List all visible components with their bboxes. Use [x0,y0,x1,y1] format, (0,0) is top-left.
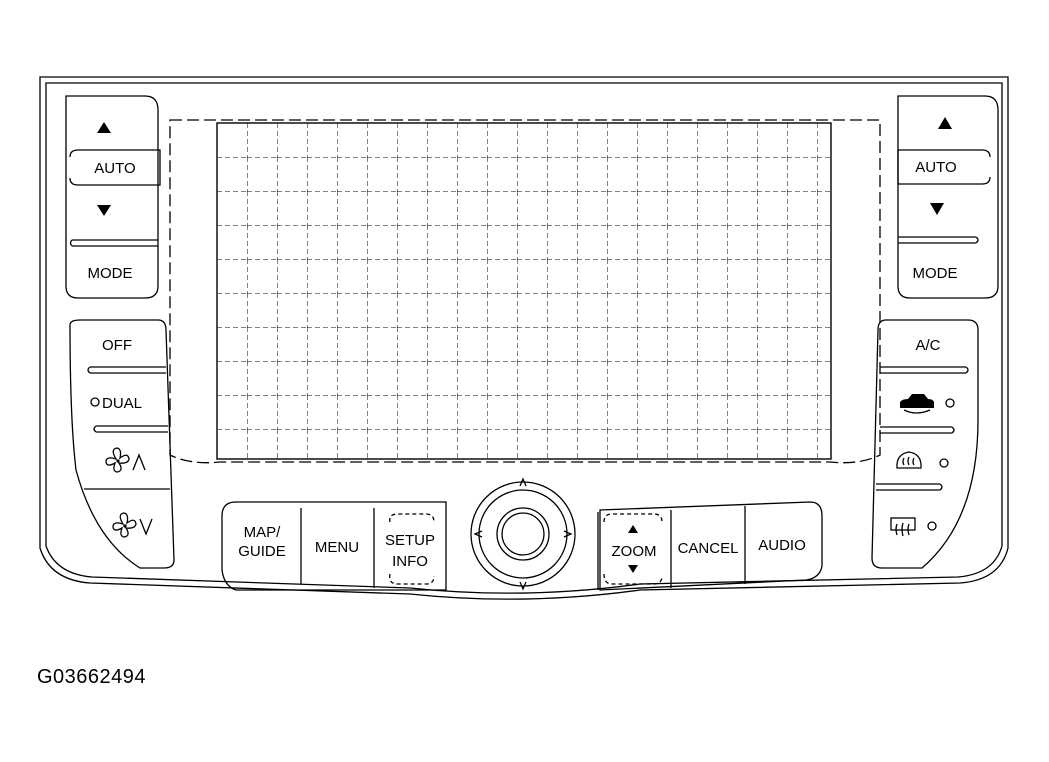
zoom-in-triangle-icon [628,525,638,533]
left-temp-divider [69,239,158,247]
map-guide-button[interactable]: MAP/ GUIDE [238,524,286,560]
left-auto-button[interactable]: AUTO [69,149,161,186]
info-label: INFO [392,553,428,570]
joystick-up-arrow-icon [519,477,527,487]
setup-info-button[interactable]: SETUP INFO [385,513,435,585]
fan-down-icon [112,512,153,538]
setup-info-bottom-bracket-icon [389,573,435,585]
recirculation-indicator-icon [945,398,955,408]
fan-up-icon [105,447,146,473]
joystick-center-knob [501,512,545,556]
up-triangle-icon [97,122,111,133]
rear-defrost-button[interactable] [890,517,937,537]
zoom-out-triangle-icon [628,565,638,573]
joystick-down-arrow-icon [519,581,527,591]
bottom-button-bar: MAP/ GUIDE MENU SETUP INFO [221,477,823,591]
setup-info-top-bracket-icon [389,513,435,523]
rear-defrost-icon [890,517,916,537]
navigation-joystick[interactable] [470,477,576,591]
panel-bezel [39,76,1009,600]
right-mode-label: MODE [913,265,958,282]
cancel-label: CANCEL [678,540,739,557]
menu-label: MENU [315,539,359,556]
joystick-middle-ring [478,489,568,579]
right-temp-divider [898,236,979,244]
recirculation-icon [900,394,934,414]
front-defrost-indicator-icon [939,458,949,468]
right-mode-button[interactable]: MODE [913,265,958,282]
zoom-button[interactable]: ZOOM [603,513,663,585]
dual-label: DUAL [102,395,142,412]
right-ctrl-divider-2 [880,426,955,434]
right-temp-group: AUTO MODE [897,95,999,299]
map-guide-label-line2: GUIDE [238,543,286,560]
dual-button[interactable]: DUAL [90,395,142,412]
menu-button[interactable]: MENU [315,539,359,556]
off-label: OFF [102,337,132,354]
audio-button[interactable]: AUDIO [758,537,806,554]
ac-button[interactable]: A/C [915,337,940,354]
cancel-button[interactable]: CANCEL [678,540,739,557]
left-fan-group: OFF DUAL [69,319,175,569]
right-auto-button[interactable]: AUTO [897,149,991,185]
rear-defrost-indicator-icon [927,521,937,531]
figure-id: G03662494 [37,666,147,688]
zoom-bottom-bracket-icon [603,573,663,585]
left-temp-group: AUTO MODE [65,95,161,299]
right-temp-up-button[interactable] [938,117,952,129]
joystick-left-arrow-icon [473,530,483,538]
front-defrost-button[interactable] [896,451,949,469]
left-temp-up-button[interactable] [97,122,111,133]
recirculation-button[interactable] [900,394,955,414]
joystick-inner-ring [496,507,550,561]
right-temp-down-button[interactable] [930,203,944,215]
zoom-top-bracket-icon [603,513,663,523]
screen-frame [169,119,881,464]
joystick-outer-ring [470,481,576,587]
front-defrost-icon [896,451,922,469]
left-fan-divider-1 [87,366,166,374]
left-temp-down-button[interactable] [97,205,111,216]
left-auto-label: AUTO [94,160,135,177]
left-mode-label: MODE [88,265,133,282]
off-button[interactable]: OFF [102,337,132,354]
down-triangle-icon [930,203,944,215]
left-fan-divider-2 [93,425,168,433]
joystick-right-arrow-icon [563,530,573,538]
fan-down-button[interactable] [112,512,153,538]
right-ctrl-divider-3 [876,483,943,491]
zoom-label: ZOOM [612,543,657,560]
panel-inner-edge [45,82,1003,594]
up-triangle-icon [938,117,952,129]
setup-label: SETUP [385,532,435,549]
map-guide-label-line1: MAP/ [244,524,282,541]
ac-label: A/C [915,337,940,354]
right-controls-group: A/C [871,319,979,569]
audio-label: AUDIO [758,537,806,554]
left-mode-button[interactable]: MODE [88,265,133,282]
fan-up-button[interactable] [105,447,146,473]
display-screen [216,122,832,460]
dual-indicator-icon [90,397,100,407]
down-triangle-icon [97,205,111,216]
right-auto-label: AUTO [915,159,956,176]
right-ctrl-divider-1 [880,366,969,374]
